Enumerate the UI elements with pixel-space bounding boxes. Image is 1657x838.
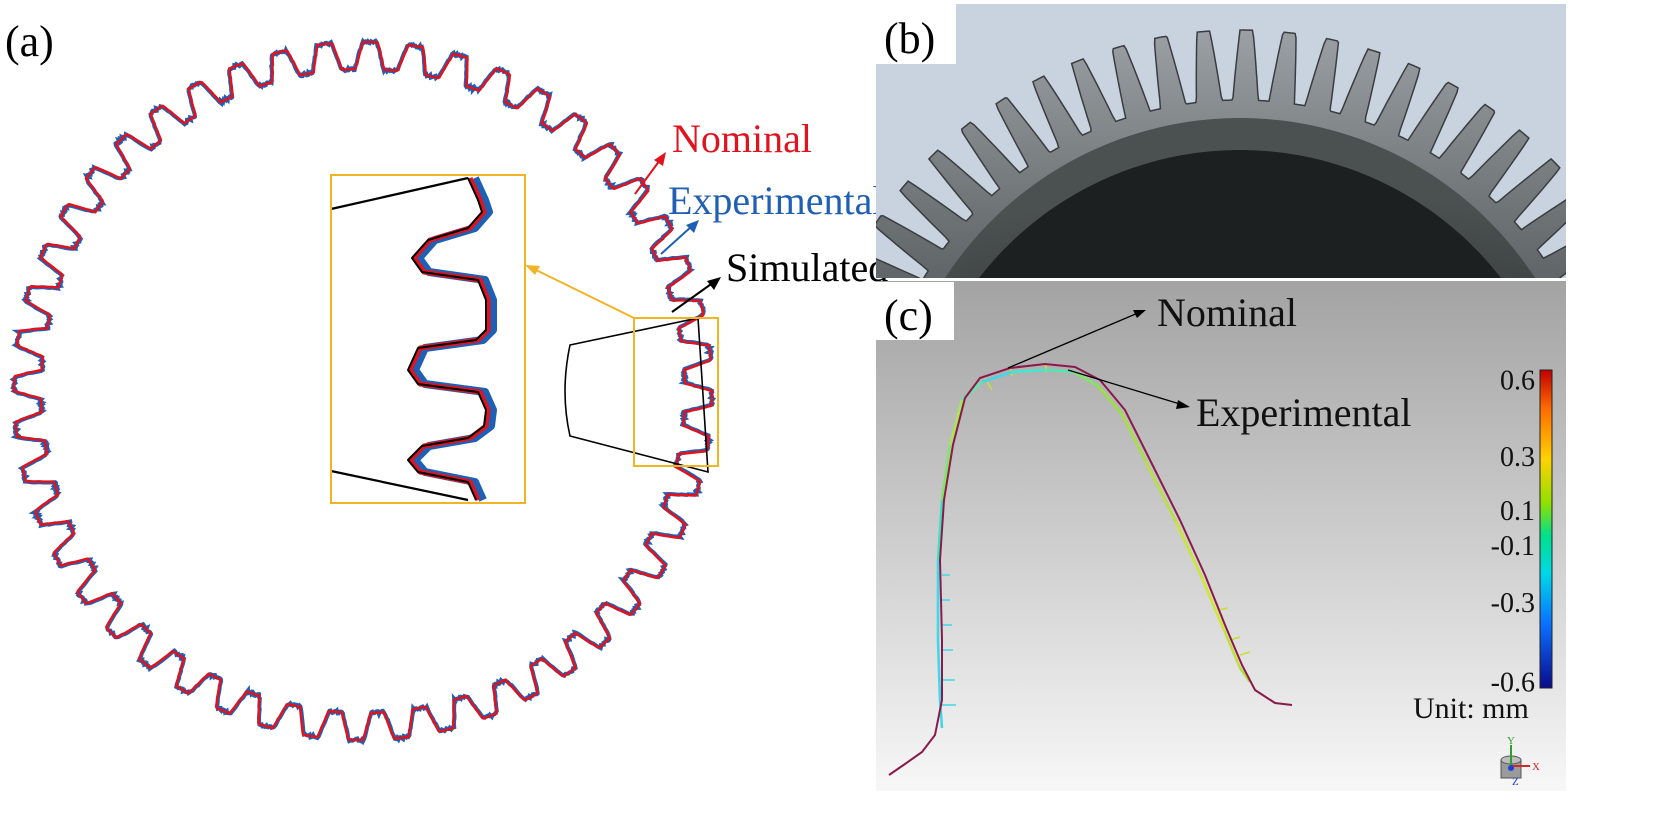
colorbar-tick-label: 0.1: [1500, 496, 1535, 527]
deviation-plot-background: [876, 281, 1566, 791]
zoom-connector-arrowhead: [525, 265, 540, 275]
nominal-gear-profile: [12, 40, 714, 742]
arrow-experimental: [1067, 369, 1181, 405]
colorbar-tick-label: 0.6: [1500, 366, 1535, 397]
zoom-connector: [531, 267, 635, 319]
triad-x-label: X: [1532, 761, 1540, 773]
panel-c-label: (c): [884, 291, 933, 340]
zoom-source-box: [633, 317, 719, 467]
panel-a: (a) Nominal Experimental Simulated: [5, 17, 888, 746]
axis-triad: [1500, 745, 1530, 779]
panel-c: 0.6 0.3 0.1 -0.1 -0.3 -0.6: [876, 281, 1566, 791]
gear-profile-plot: [9, 37, 717, 746]
colorbar-ticks: 0.6 0.3 0.1 -0.1 -0.3 -0.6: [1491, 366, 1535, 699]
colorbar-tick-label: -0.1: [1491, 531, 1535, 562]
legend-arrows: [634, 152, 721, 313]
arrow-nominal: [1007, 312, 1139, 369]
zoom-inset: [330, 174, 526, 504]
colorbar-tick-label: 0.3: [1500, 442, 1535, 473]
legend-nominal: Nominal: [672, 116, 812, 161]
colorbar-tick-label: -0.6: [1491, 668, 1535, 699]
panel-b: [876, 4, 1566, 278]
panel-b-label-bg: [876, 4, 956, 64]
triad-z-label: Z: [1512, 776, 1519, 788]
simulated-profile: [564, 317, 709, 474]
colorbar-unit-label: Unit: mm: [1413, 692, 1529, 725]
zoom-inset-profiles: [330, 176, 497, 502]
simulated-sector: [564, 317, 709, 474]
panel-b-label: (b): [884, 14, 935, 63]
annotation-experimental: Experimental: [1196, 390, 1411, 435]
panel-a-label: (a): [5, 17, 54, 66]
nominal-tooth-profile: [888, 362, 1293, 776]
gear-photo-hub: [978, 150, 1502, 278]
colorbar-tick-label: -0.3: [1491, 588, 1535, 619]
colorbar: [1539, 369, 1553, 689]
annotation-nominal: Nominal: [1157, 290, 1297, 335]
panel-c-label-bg: [876, 282, 954, 340]
triad-y-label: Y: [1507, 735, 1515, 747]
legend-experimental: Experimental: [668, 178, 883, 223]
legend-simulated: Simulated: [726, 245, 888, 290]
